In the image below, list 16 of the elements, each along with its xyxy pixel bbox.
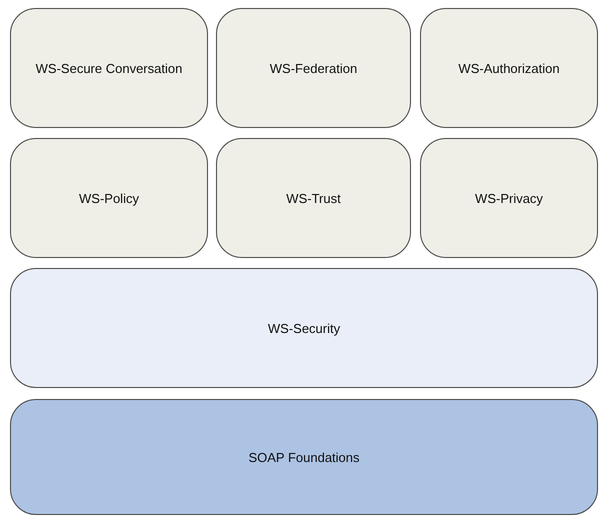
spec-name: WS-Trust bbox=[286, 190, 341, 206]
spec-name: WS-Security bbox=[268, 320, 340, 336]
spec-box bbox=[420, 138, 598, 258]
spec-name: WS-Secure Conversation bbox=[36, 60, 182, 76]
spec-name: WS-Authorization bbox=[458, 60, 560, 76]
spec-name: SOAP Foundations bbox=[248, 450, 360, 464]
spec-box bbox=[216, 8, 411, 128]
layer-band bbox=[10, 399, 598, 515]
layer-band bbox=[10, 268, 598, 388]
spec-box bbox=[420, 8, 598, 128]
spec-name: WS-Federation bbox=[270, 60, 358, 76]
spec-name: WS-Privacy bbox=[475, 190, 543, 206]
spec-box bbox=[10, 8, 208, 128]
spec-name: WS-Policy bbox=[79, 190, 139, 206]
spec-box bbox=[216, 138, 411, 258]
spec-box bbox=[10, 138, 208, 258]
